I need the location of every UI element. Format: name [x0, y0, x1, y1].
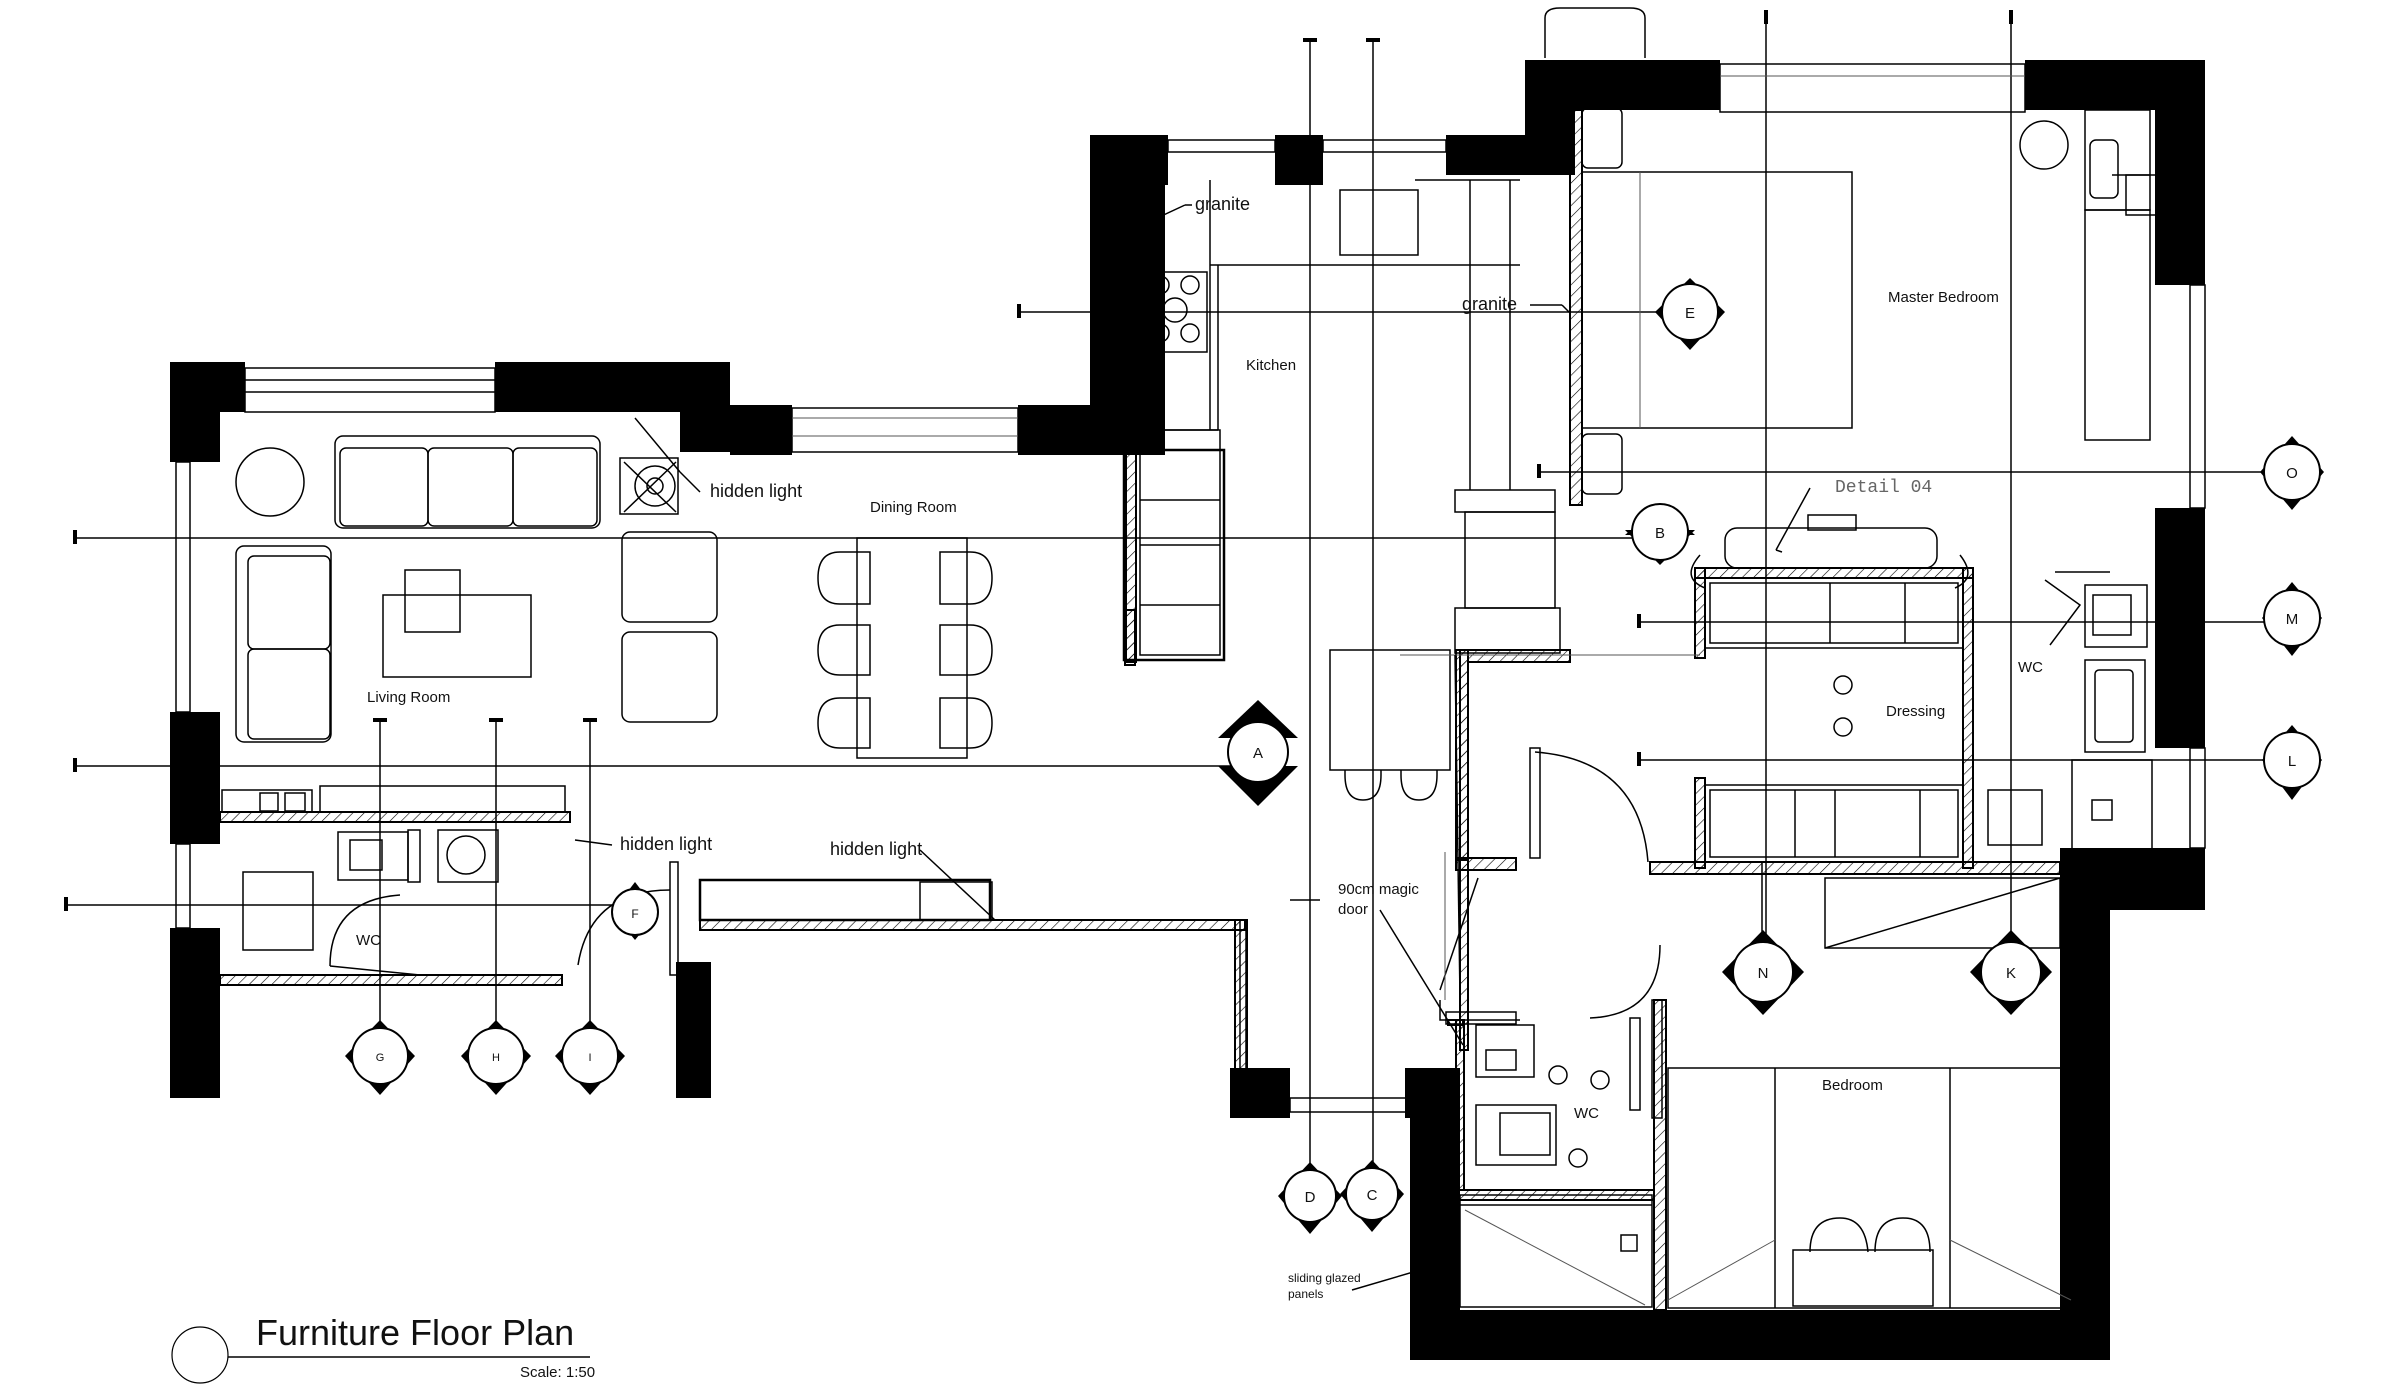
- room-label-kitchen: Kitchen: [1246, 357, 1296, 374]
- marker-f: F: [611, 882, 659, 940]
- room-label-wc-master: WC: [2018, 659, 2043, 676]
- section-markers: A B C D E: [345, 278, 2324, 1234]
- marker-b: B: [1625, 503, 1695, 565]
- marker-a: A: [1218, 700, 1298, 806]
- marker-l: L: [2262, 725, 2322, 800]
- marker-e-label: E: [1685, 305, 1695, 322]
- marker-i: I: [555, 1020, 625, 1095]
- misc-lines: [1245, 654, 1700, 1070]
- marker-f-label: F: [631, 907, 638, 921]
- room-label-bedroom: Bedroom: [1822, 1077, 1883, 1094]
- marker-i-label: I: [588, 1052, 591, 1064]
- marker-g: G: [345, 1020, 415, 1095]
- hidden-light-label-3: hidden light: [830, 839, 922, 859]
- room-label-living: Living Room: [367, 689, 450, 706]
- granite-label-2: granite: [1462, 294, 1517, 314]
- plan-scale: Scale: 1:50: [520, 1364, 595, 1381]
- detail-04-label: Detail 04: [1835, 478, 1932, 498]
- labels: granite granite hidden light hidden ligh…: [356, 194, 2043, 1301]
- marker-o: O: [2260, 436, 2324, 510]
- marker-g-label: G: [376, 1052, 385, 1064]
- marker-d: D: [1278, 1162, 1342, 1234]
- sliding-panels-label-1: sliding glazed: [1288, 1271, 1361, 1285]
- marker-c: C: [1340, 1160, 1404, 1232]
- marker-e: E: [1655, 278, 1725, 350]
- walls: [170, 60, 2205, 1360]
- magic-door-label-2: door: [1338, 901, 1368, 918]
- marker-h-label: H: [492, 1052, 500, 1064]
- room-label-dressing: Dressing: [1886, 703, 1945, 720]
- granite-label-1: granite: [1195, 194, 1250, 214]
- leader-lines: [574, 204, 1811, 1291]
- hidden-light-label-2: hidden light: [620, 834, 712, 854]
- marker-m-label: M: [2286, 611, 2299, 628]
- marker-n-label: N: [1758, 965, 1769, 982]
- title-circle-icon: [171, 1326, 229, 1384]
- marker-a-label: A: [1253, 745, 1263, 762]
- room-label-master-bedroom: Master Bedroom: [1888, 289, 1999, 306]
- marker-c-label: C: [1367, 1187, 1378, 1204]
- bedroom-furniture: [1417, 747, 2072, 1309]
- marker-m: M: [2262, 582, 2322, 656]
- plan-title: Furniture Floor Plan: [256, 1312, 574, 1353]
- marker-k: K: [1970, 930, 2052, 1015]
- room-label-wc-living: WC: [356, 932, 381, 949]
- dressing-arrow-down-icon: [1833, 717, 1853, 737]
- dressing-arrow-up-icon: [1833, 675, 1853, 695]
- marker-o-label: O: [2286, 465, 2298, 482]
- master-bedroom-furniture: [1581, 107, 2157, 863]
- windows: [175, 7, 2206, 1113]
- marker-l-label: L: [2288, 753, 2296, 770]
- marker-k-label: K: [2006, 965, 2016, 982]
- marker-d-label: D: [1305, 1189, 1316, 1206]
- room-label-wc-bedroom: WC: [1574, 1105, 1599, 1122]
- grid-lines: [64, 10, 2270, 1180]
- marker-b-label: B: [1655, 525, 1665, 542]
- magic-door-label-1: 90cm magic: [1338, 881, 1419, 898]
- kitchen-units: [1122, 179, 1600, 801]
- room-label-dining: Dining Room: [870, 499, 957, 516]
- hidden-light-label-1: hidden light: [710, 481, 802, 501]
- title-block: Furniture Floor Plan Scale: 1:50: [171, 1312, 595, 1384]
- living-furniture: [221, 435, 1241, 1068]
- sliding-panels-label-2: panels: [1288, 1287, 1323, 1301]
- marker-h: H: [461, 1020, 531, 1095]
- marker-n: N: [1722, 930, 1804, 1015]
